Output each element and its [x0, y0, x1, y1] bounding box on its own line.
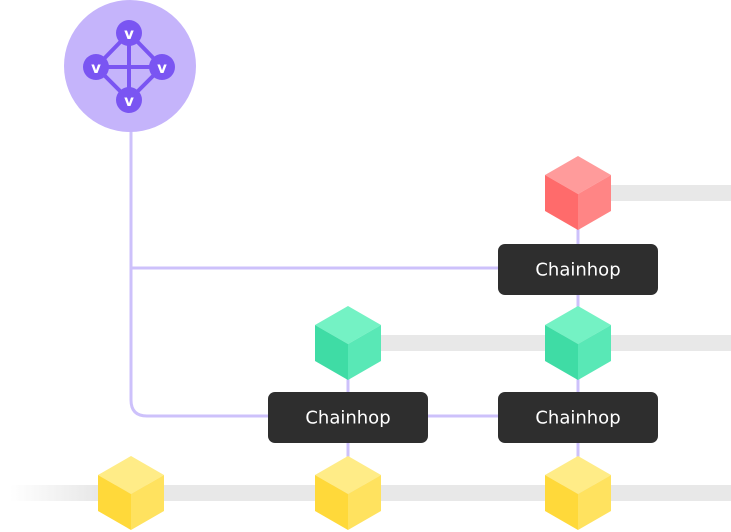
chainhop-label-top-text: Chainhop — [535, 260, 620, 281]
green-block-left — [315, 306, 381, 380]
hub-trunk-line — [129, 128, 270, 418]
chainhop-label-bottom-right-text: Chainhop — [535, 408, 620, 429]
validator-node-left — [83, 54, 109, 80]
validator-node-right-label: v — [157, 59, 167, 77]
chainhop-label-top: Chainhop — [498, 244, 658, 295]
validator-node-bottom-label: v — [124, 92, 134, 110]
validator-node-left-label: v — [91, 59, 101, 77]
chainhop-label-bottom-right: Chainhop — [498, 392, 658, 443]
validator-node-top-label: v — [124, 25, 134, 43]
red-block — [545, 156, 611, 230]
hub-validator-network: v v v v — [64, 0, 196, 132]
chainhop-label-bottom-left-text: Chainhop — [305, 408, 390, 429]
yellow-block-2 — [315, 456, 381, 530]
chainhop-label-bottom-left: Chainhop — [268, 392, 428, 443]
green-block-right — [545, 306, 611, 380]
yellow-block-1 — [98, 456, 164, 530]
validator-node-top — [116, 20, 142, 46]
yellow-block-3 — [545, 456, 611, 530]
red-chain-rail — [600, 185, 731, 201]
validator-node-right — [149, 54, 175, 80]
validator-node-bottom — [116, 87, 142, 113]
connector-lines — [129, 128, 580, 460]
